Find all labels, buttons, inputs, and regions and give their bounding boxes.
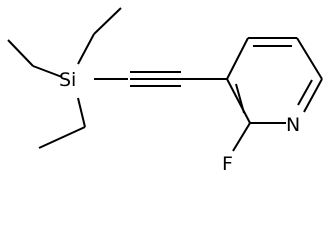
ethyl-group-left (7, 39, 63, 78)
bond-ch2-ch3-top (93, 7, 122, 35)
ring-bond-c5-c6 (296, 37, 323, 80)
bond-si-ch2-top (77, 33, 95, 65)
ethyl-group-top (77, 7, 122, 65)
ring-bond-c6-n (303, 78, 323, 113)
bond-ch2-ch3-left (7, 39, 34, 67)
bond-c2-f (232, 122, 251, 152)
ring-bond-c3-c4 (226, 37, 249, 80)
ethyl-group-bottom (38, 97, 86, 149)
alkyne-linker (94, 71, 227, 87)
bond-si-ch2-bottom (77, 97, 86, 128)
ring-bond-c2-c3 (226, 78, 251, 124)
atom-label-fluorine: F (222, 153, 233, 175)
chemical-structure: Si N F (7, 7, 323, 175)
atom-label-nitrogen: N (286, 114, 300, 136)
atom-label-silicon: Si (59, 69, 76, 91)
bond-ch2-ch3-bottom (38, 126, 86, 149)
pyridine-ring (226, 37, 323, 124)
ring-bond-c6-n-inner (297, 79, 313, 106)
ring-bond-c2-c3-inner (235, 83, 245, 114)
bond-si-ch2-left (32, 65, 63, 78)
